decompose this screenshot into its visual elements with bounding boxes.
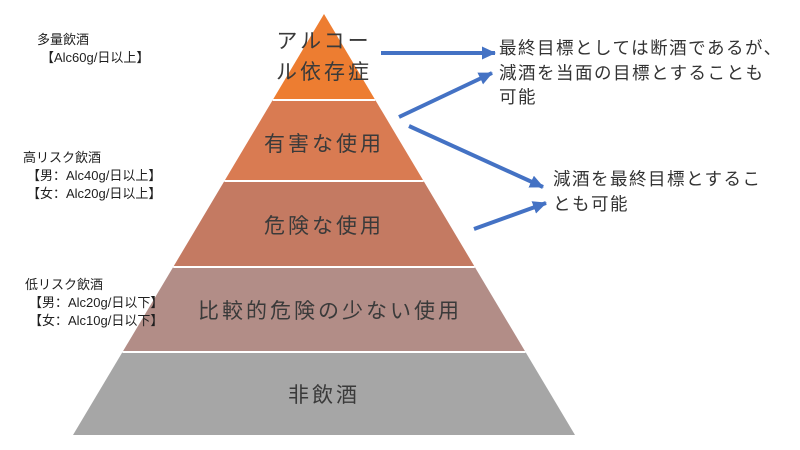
pyramid-level-3-shape [173, 181, 475, 267]
pyramid-level-2-label: 有害な使用 [264, 133, 384, 156]
label-high-risk-detail-male: 【男：Alc40g/日以上】 [27, 168, 162, 183]
label-heavy-drinking: 多量飲酒 【Alc60g/日以上】 [37, 31, 149, 67]
annotation-abstinence-goal: 最終目標としては断酒であるが、 減酒を当面の目標とすることも 可能 [499, 36, 783, 110]
annotation-abstinence-goal-line1: 最終目標としては断酒であるが、 [499, 38, 783, 58]
pyramid-level-5-shape [73, 352, 575, 435]
label-high-risk-drinking: 高リスク飲酒 【男：Alc40g/日以上】 【女：Alc20g/日以上】 [23, 149, 161, 203]
pyramid-level-1-shape [272, 14, 376, 100]
label-heavy-drinking-title: 多量飲酒 [37, 32, 90, 47]
pyramid-level-2-shape [224, 100, 424, 181]
arrow-harmful-to-goal1 [398, 71, 493, 119]
annotation-reduction-goal: 減酒を最終目標とするこ とも可能 [553, 167, 761, 216]
arrow-hazardous-to-goal2 [473, 201, 547, 231]
label-high-risk-title: 高リスク飲酒 [23, 150, 102, 165]
pyramid-level-1-label-line2: ル依存症 [276, 61, 372, 84]
label-low-risk-title: 低リスク飲酒 [25, 277, 104, 292]
label-heavy-drinking-detail: 【Alc60g/日以上】 [41, 50, 150, 65]
annotation-abstinence-goal-line3: 可能 [499, 87, 537, 107]
label-low-risk-detail-female: 【女：Alc10g/日以下】 [29, 313, 164, 328]
pyramid-level-3-label: 危険な使用 [264, 215, 384, 238]
pyramid-level-1-label-line1: アルコー [276, 30, 372, 53]
annotation-reduction-goal-line2: とも可能 [553, 193, 629, 214]
label-low-risk-detail-male: 【男：Alc20g/日以下】 [29, 295, 164, 310]
pyramid-level-4-label: 比較的危険の少ない使用 [198, 300, 462, 323]
label-low-risk-drinking: 低リスク飲酒 【男：Alc20g/日以下】 【女：Alc10g/日以下】 [25, 276, 163, 330]
pyramid-level-4-shape [122, 267, 526, 352]
annotation-reduction-goal-line1: 減酒を最終目標とするこ [553, 169, 762, 189]
annotation-abstinence-goal-line2: 減酒を当面の目標とすることも [499, 62, 765, 83]
label-high-risk-detail-female: 【女：Alc20g/日以上】 [27, 186, 162, 201]
pyramid-level-5-label: 非飲酒 [288, 384, 360, 407]
arrow-harmful-to-goal2 [408, 124, 544, 189]
pyramid-level-1-label: アルコー ル依存症 [276, 26, 372, 88]
